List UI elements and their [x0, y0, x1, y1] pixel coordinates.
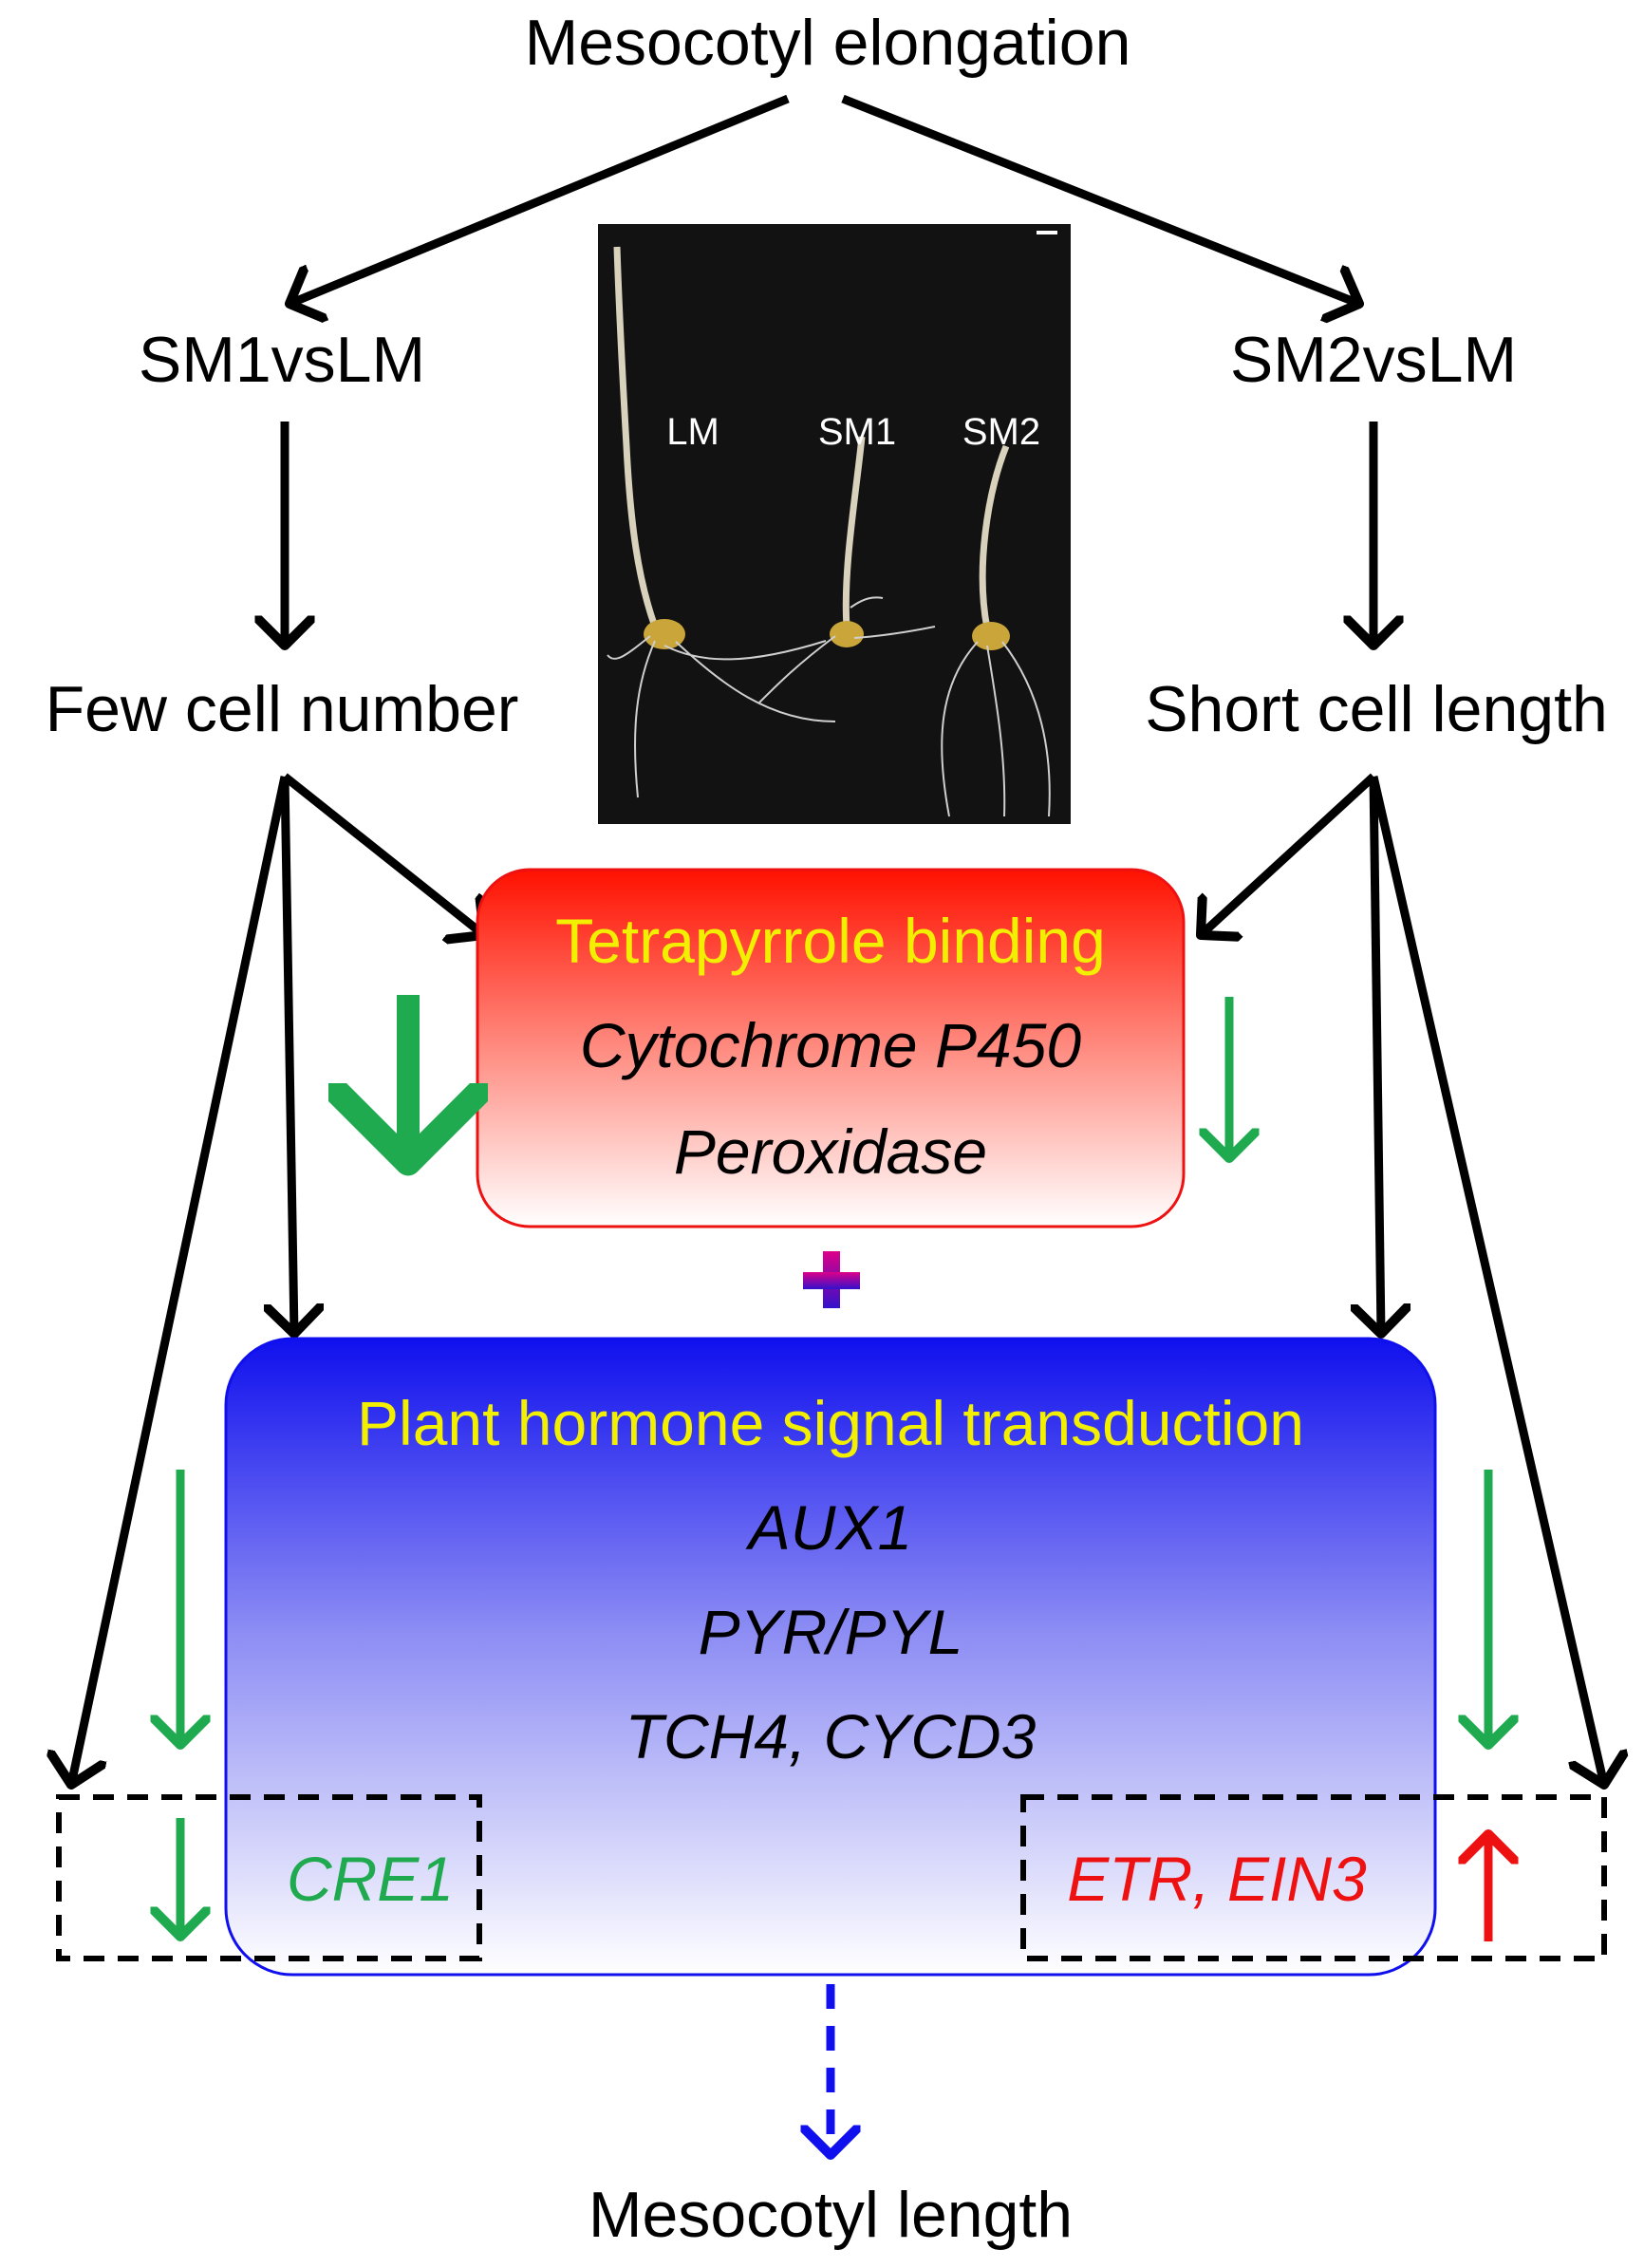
plus-icon — [803, 1251, 860, 1308]
dashed-box-left-gene — [56, 1794, 482, 1961]
photo-label-sm1: SM1 — [818, 411, 896, 453]
arrow-top-to-right-branch — [841, 94, 1359, 304]
box1-gene-cytochrome: Cytochrome P450 — [580, 1010, 1082, 1080]
dashed-box-right-gene — [1020, 1794, 1607, 1961]
box-plant-hormone-signal: Plant hormone signal transduction AUX1 P… — [224, 1337, 1437, 1977]
top-label: Mesocotyl elongation — [525, 7, 1131, 79]
arrow-right-to-right-gene — [1369, 775, 1604, 1785]
box2-gene-pyr-pyl: PYR/PYL — [699, 1597, 963, 1667]
arrow-left-to-box2 — [285, 776, 294, 1334]
bottom-label: Mesocotyl length — [588, 2179, 1073, 2251]
box2-gene-tch4-cycd3: TCH4, CYCD3 — [626, 1701, 1037, 1771]
box1-title: Tetrapyrrole binding — [555, 906, 1106, 976]
left-result-label: Few cell number — [46, 673, 519, 745]
seedling-photo: LM SM1 SM2 — [598, 224, 1071, 824]
photo-label-lm: LM — [666, 411, 719, 453]
left-gene-cre1: CRE1 — [287, 1844, 454, 1914]
box2-gene-aux1: AUX1 — [745, 1492, 912, 1563]
left-branch-label: SM1vsLM — [139, 324, 425, 396]
right-branch-label: SM2vsLM — [1230, 324, 1517, 396]
arrow-right-to-box1 — [1201, 773, 1377, 935]
arrow-top-to-left-branch — [290, 94, 790, 304]
box-tetrapyrrole-binding: Tetrapyrrole binding Cytochrome P450 Per… — [476, 868, 1186, 1228]
right-result-label: Short cell length — [1145, 673, 1608, 745]
right-gene-etr-ein3: ETR, EIN3 — [1067, 1844, 1367, 1914]
arrow-right-to-box2 — [1373, 776, 1381, 1334]
arrow-left-to-box1 — [282, 773, 484, 935]
photo-label-sm2: SM2 — [962, 411, 1040, 453]
box2-title: Plant hormone signal transduction — [357, 1388, 1304, 1458]
box1-gene-peroxidase: Peroxidase — [674, 1116, 987, 1187]
arrow-left-to-left-gene — [71, 776, 290, 1785]
scale-bar — [1037, 231, 1057, 234]
